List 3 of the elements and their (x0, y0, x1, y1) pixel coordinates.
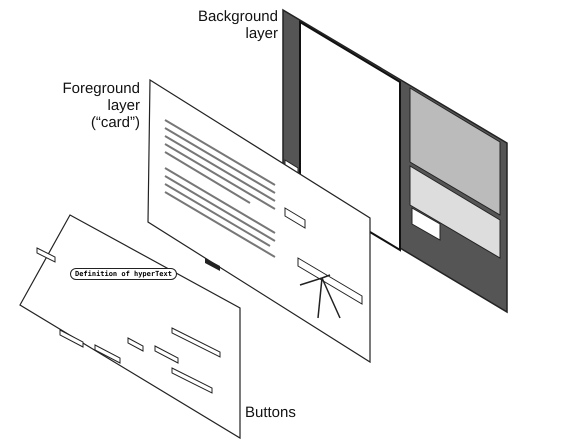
layer-label: Buttons (245, 404, 296, 421)
layer-label: Foreground layer (“card”) (61, 80, 140, 131)
layer-label: Background layer (196, 8, 278, 42)
